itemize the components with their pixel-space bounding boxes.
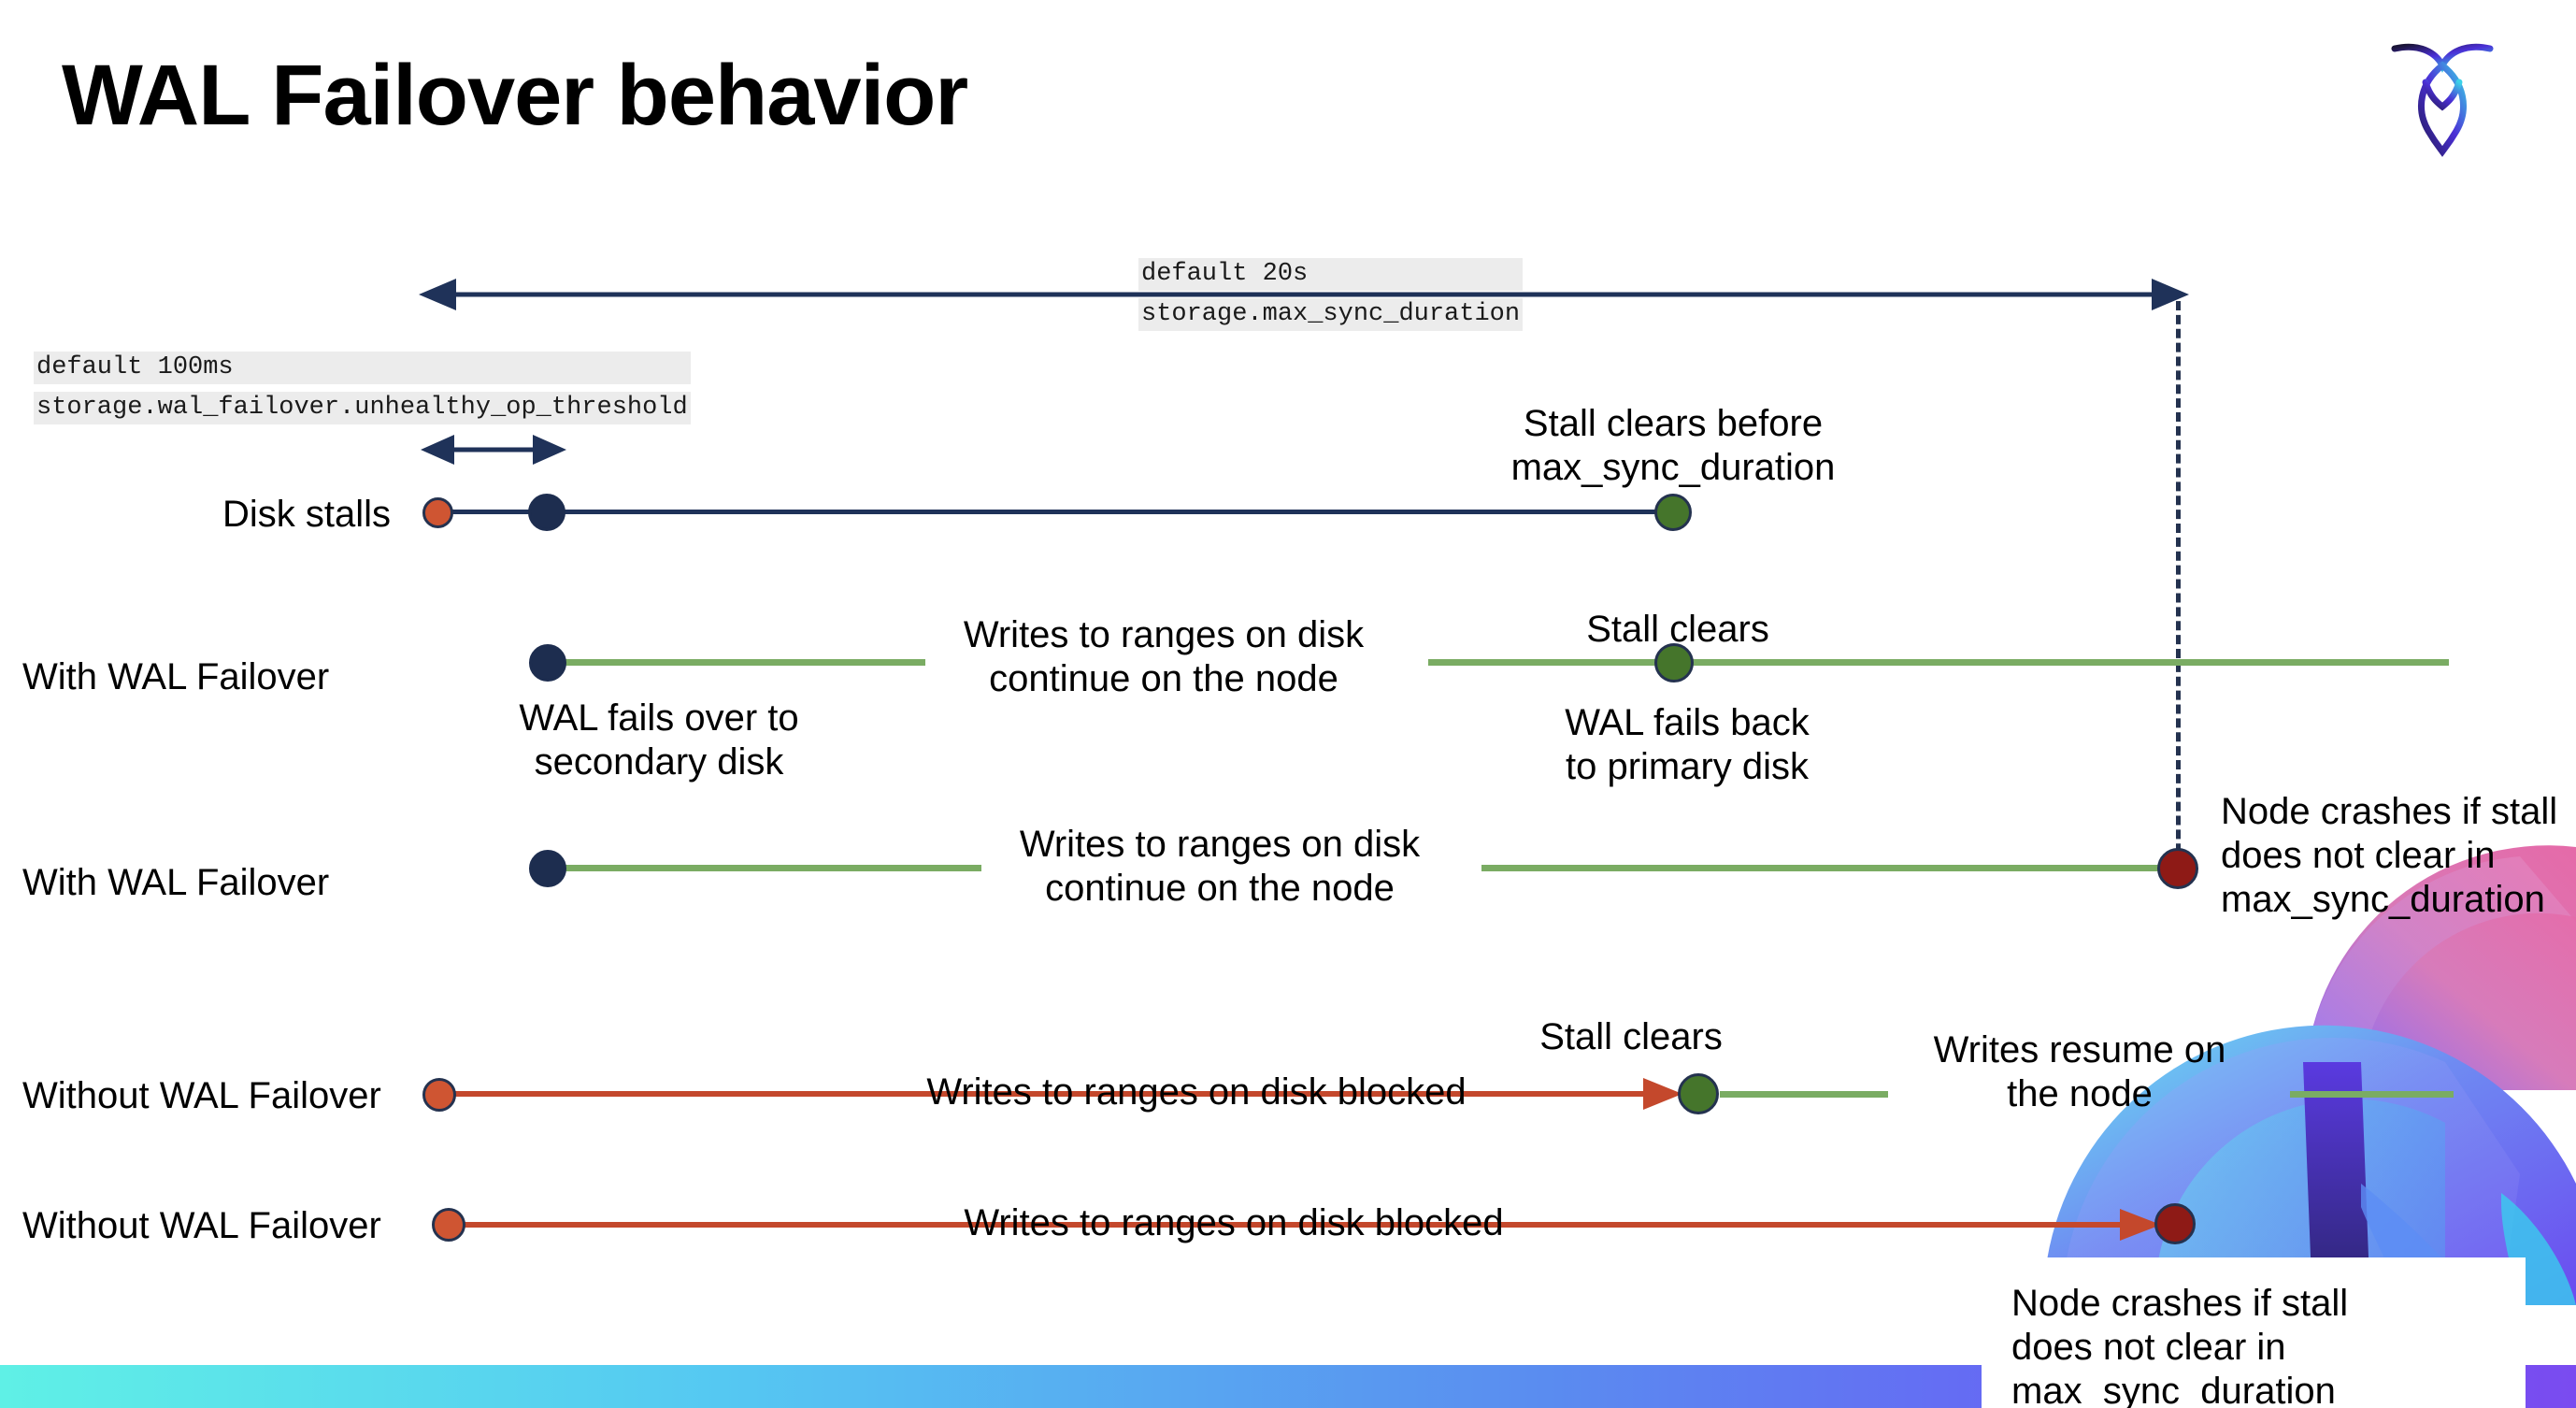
with-wal-failover-1-stall-clears-dot [1654,643,1694,682]
without-wal-failover-1-stall-clears-dot [1678,1073,1719,1114]
cockroach-labs-logo [2391,43,2494,157]
row-label-disk-stalls: Disk stalls [222,494,392,535]
max-sync-duration-span-arrow [419,279,2189,310]
note-stall-clears-before-max: Stall clears before max_sync_duration [1510,403,1836,488]
note-writes-continue-1: Writes to ranges on disk continue on the… [963,614,1365,699]
with-wal-failover-2-timeline-left [542,865,981,871]
without-wal-failover-2-start-dot [432,1208,465,1242]
with-wal-failover-1-failover-dot [529,644,566,682]
page-title: WAL Failover behavior [62,48,968,143]
row-label-without-wal-failover-2: Without WAL Failover [22,1205,381,1246]
without-wal-failover-1-blocked-arrow [439,1078,1682,1110]
with-wal-failover-2-failover-dot [529,850,566,887]
without-wal-failover-1-resume-line-far [2290,1091,2454,1098]
disk-stalls-timeline [439,510,1675,514]
unhealthy-threshold-annotation: default 100ms storage.wal_failover.unhea… [34,352,691,424]
without-wal-failover-1-resume-line [1720,1091,1888,1098]
note-wal-fails-back: WAL fails back to primary disk [1565,702,1810,787]
disk-stall-start-dot [422,497,453,528]
note-node-crashes-2: Node crashes if stall does not clear in … [1982,1257,2526,1408]
disk-stall-failover-dot [528,494,565,531]
without-wal-failover-1-start-dot [422,1078,456,1112]
note-writes-blocked-1: Writes to ranges on disk blocked [926,1071,1467,1113]
without-wal-failover-2-blocked-arrow [449,1209,2161,1241]
max-sync-default-value: default 20s [1138,258,1524,291]
disk-stall-clears-dot [1654,494,1692,531]
note-writes-blocked-2: Writes to ranges on disk blocked [964,1202,1504,1243]
note-stall-clears-2: Stall clears [1539,1016,1723,1057]
unhealthy-setting-name: storage.wal_failover.unhealthy_op_thresh… [34,392,691,424]
note-stall-clears-1: Stall clears [1586,609,1769,650]
with-wal-failover-2-timeline-right [1481,865,2182,871]
unhealthy-threshold-span-arrow [421,435,566,465]
without-wal-failover-2-crash-dot [2154,1203,2196,1244]
note-node-crashes-1: Node crashes if stall does not clear in … [2221,791,2558,920]
with-wal-failover-1-timeline-right [1428,659,2449,666]
row-label-with-wal-failover-1: With WAL Failover [22,656,330,697]
row-label-without-wal-failover-1: Without WAL Failover [22,1075,381,1116]
max-sync-setting-name: storage.max_sync_duration [1138,298,1524,331]
row-label-with-wal-failover-2: With WAL Failover [22,862,330,903]
unhealthy-default-value: default 100ms [34,352,691,384]
note-writes-resume: Writes resume on the node [1933,1029,2226,1114]
note-wal-fails-over: WAL fails over to secondary disk [519,697,799,783]
max-sync-duration-dashed-connector [2176,301,2181,881]
with-wal-failover-1-timeline-left [542,659,925,666]
max-sync-duration-annotation: default 20s storage.max_sync_duration [1138,258,1524,331]
note-writes-continue-2: Writes to ranges on disk continue on the… [1019,824,1421,909]
with-wal-failover-2-crash-dot [2157,848,2198,889]
